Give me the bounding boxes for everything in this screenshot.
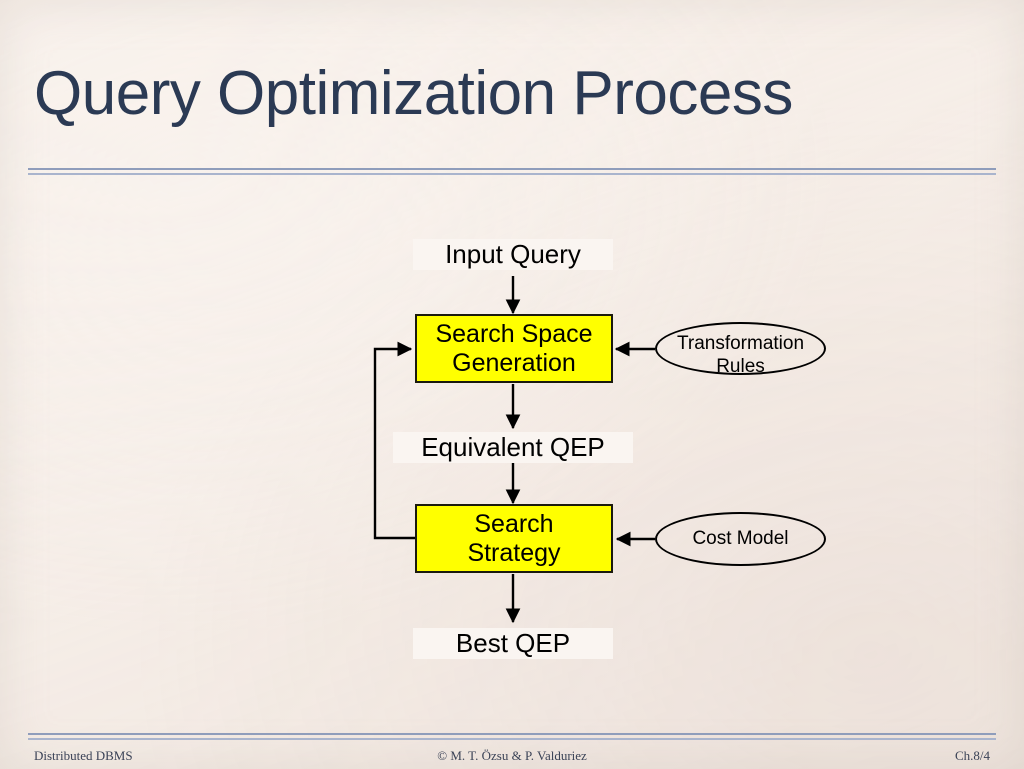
header-divider	[28, 168, 996, 175]
node-search-space-generation-label: Search Space Generation	[435, 319, 593, 377]
node-transformation-rules[interactable]	[655, 322, 826, 375]
footer-left-text: Distributed DBMS	[34, 748, 133, 763]
node-search-strategy-label: Search Strategy	[467, 509, 561, 567]
header-divider-line-top	[28, 168, 996, 170]
footer-divider-line-bottom	[28, 738, 996, 740]
node-cost-model[interactable]	[655, 512, 826, 566]
flow-label-input-query: Input Query	[413, 239, 613, 270]
flow-label-best-qep: Best QEP	[413, 628, 613, 659]
footer-right-page-number: Ch.8/4	[954, 748, 990, 763]
node-cost-model-label: Cost Model	[692, 528, 789, 549]
node-search-strategy[interactable]: Search Strategy	[415, 504, 613, 573]
page-title: Query Optimization Process	[34, 59, 793, 128]
node-transformation-rules-label: Transformation Rules	[676, 333, 805, 377]
footer-divider	[28, 733, 996, 740]
header-divider-line-bottom	[28, 173, 996, 175]
footer-divider-line-top	[28, 733, 996, 735]
node-search-space-generation[interactable]: Search Space Generation	[415, 314, 613, 383]
flow-label-equivalent-qep: Equivalent QEP	[393, 432, 633, 463]
edge-feedback-loop-search-strategy-to-search-space	[373, 341, 415, 540]
footer-center-copyright: © M. T. Özsu & P. Valduriez	[437, 748, 587, 763]
